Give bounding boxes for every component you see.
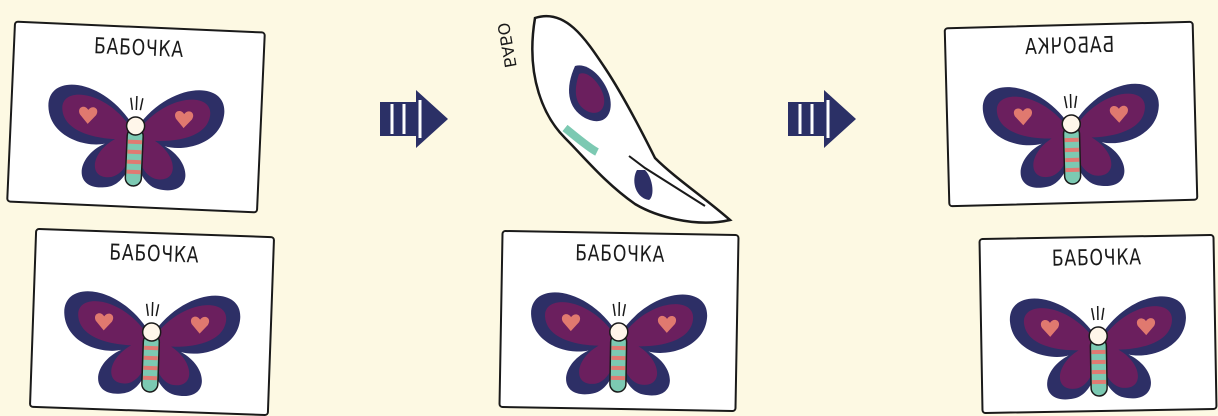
card-title: БАБОЧКА bbox=[1006, 244, 1187, 272]
card-title: БАБОЧКА bbox=[529, 240, 712, 268]
arrow-right-icon bbox=[378, 88, 450, 150]
card-title: БАБОЧКА bbox=[42, 32, 236, 65]
butterfly-icon bbox=[32, 66, 237, 205]
card-mirrored-top: БАБОЧКА bbox=[944, 21, 1199, 207]
butterfly-icon bbox=[970, 65, 1173, 200]
arrow-right-icon bbox=[786, 88, 858, 150]
butterfly-icon bbox=[997, 278, 1199, 411]
card-copy-bottom: БАБОЧКА bbox=[498, 230, 739, 412]
card-original-bottom: БАБОЧКА bbox=[29, 228, 275, 416]
butterfly-icon bbox=[518, 274, 720, 407]
butterfly-icon bbox=[49, 273, 253, 410]
card-title-mirrored: БАБОЧКА bbox=[973, 32, 1165, 62]
card-title: БАБОЧКА bbox=[62, 239, 247, 270]
peeling-card bbox=[505, 8, 735, 228]
card-original-top: БАБОЧКА bbox=[6, 21, 266, 214]
card-copy-right-bottom: БАБОЧКА bbox=[978, 234, 1217, 414]
